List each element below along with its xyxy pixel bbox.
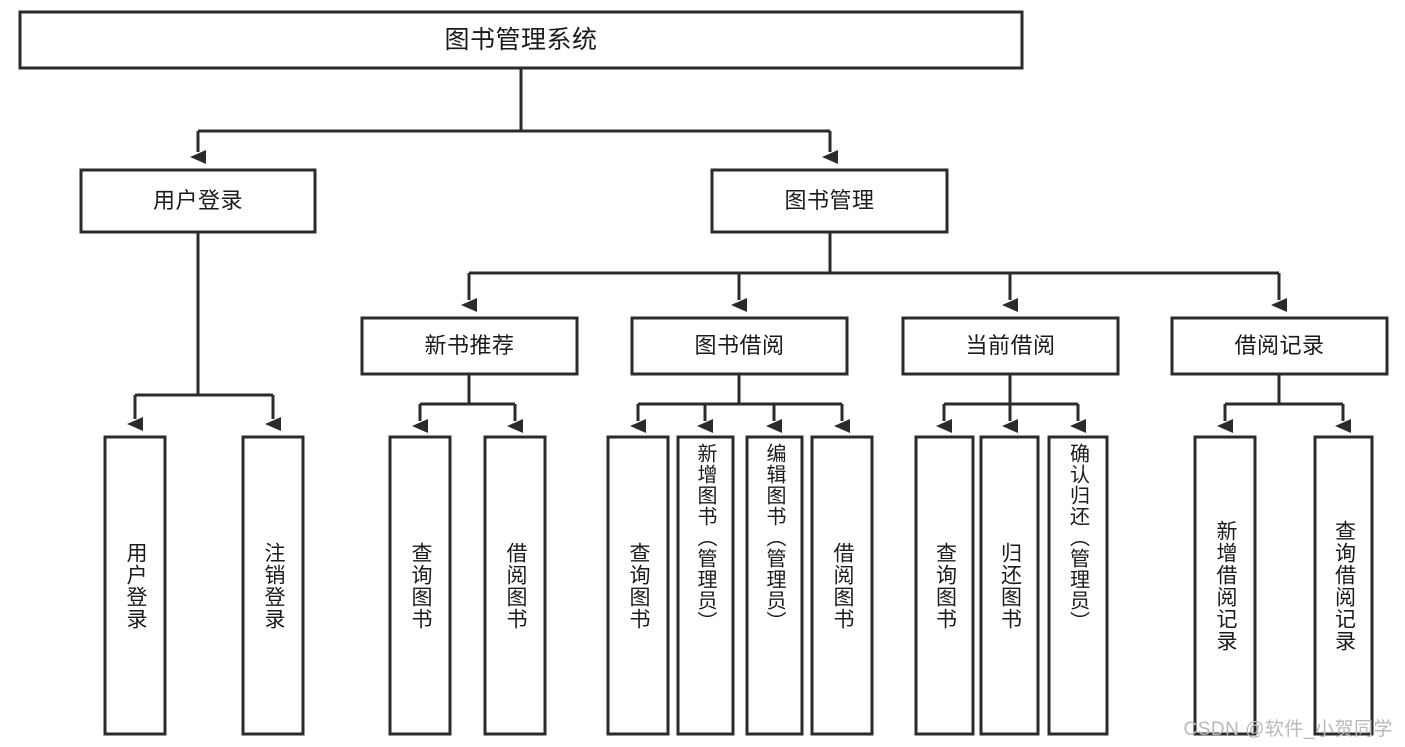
node-box-borrow-book-2[interactable] (810, 435, 874, 736)
node-box-return-book[interactable] (979, 435, 1040, 736)
node-box-new-book-recommend[interactable] (360, 316, 579, 376)
node-box-book-management[interactable] (710, 168, 949, 234)
connector-user-login-to-children (127, 232, 281, 431)
node-box-query-book-2[interactable] (606, 435, 670, 736)
node-box-add-borrow-record[interactable] (1193, 435, 1257, 736)
node-box-query-book-3[interactable] (914, 435, 975, 736)
node-box-edit-book-admin[interactable] (745, 435, 804, 736)
connector-root-to-level1 (190, 68, 838, 164)
node-box-query-book-1[interactable] (388, 435, 452, 736)
node-box-root[interactable] (18, 10, 1024, 70)
connector-borrow-record-to-children (1217, 374, 1351, 433)
node-box-borrow-record[interactable] (1170, 316, 1389, 376)
node-box-book-borrow[interactable] (630, 316, 849, 376)
connector-book-borrow-to-children (630, 374, 850, 433)
node-box-confirm-return-admin[interactable] (1047, 435, 1109, 736)
connector-new-book-recommend-to-children (412, 374, 523, 433)
node-box-user-login-leaf[interactable] (103, 435, 167, 736)
node-box-add-book-admin[interactable] (676, 435, 735, 736)
node-box-current-borrow[interactable] (901, 316, 1120, 376)
connector-current-borrow-to-children (936, 374, 1086, 433)
node-box-logout-leaf[interactable] (241, 435, 305, 736)
node-box-user-login[interactable] (79, 168, 317, 234)
node-box-query-borrow-record[interactable] (1313, 435, 1374, 736)
node-box-borrow-book-1[interactable] (483, 435, 547, 736)
connector-book-management-to-children (461, 232, 1287, 312)
